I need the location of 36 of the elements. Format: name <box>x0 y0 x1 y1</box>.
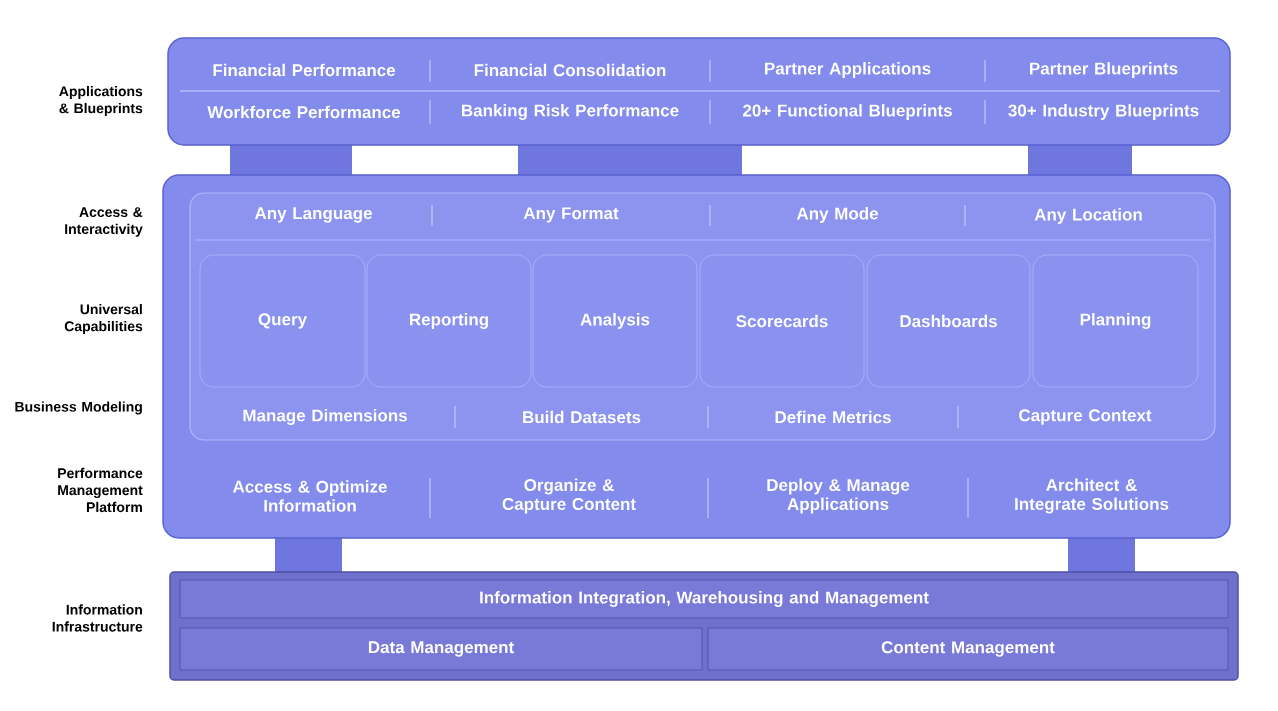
capability-label: Any Location <box>1034 208 1142 224</box>
capability-label: Build Datasets <box>523 410 641 424</box>
capability-label: Any Mode <box>796 207 878 223</box>
layer-label: Information Infrastructure <box>52 604 143 632</box>
capability-label: Financial Performance <box>213 63 396 77</box>
capability-tile: Query <box>199 254 366 388</box>
layer-strip: Information Integration, Warehousing and Management <box>179 579 1229 619</box>
capability-tile: Planning <box>1032 254 1199 388</box>
capability-label: Partner Blueprints <box>1030 62 1178 78</box>
capability-label: 30+ Industry Blueprints <box>1008 104 1199 120</box>
capability-label: Any Format <box>523 207 619 223</box>
capability-label: Workforce Performance <box>207 105 401 119</box>
capability-label: Architect & Integrate Solutions <box>1015 478 1169 514</box>
layer-label: Performance Management Platform <box>58 467 143 513</box>
capability-tile: Scorecards <box>699 254 865 388</box>
layer-strip: Data Management <box>179 627 703 671</box>
capability-label: Deploy & Manage Applications <box>767 478 910 514</box>
layer-band <box>167 37 1231 146</box>
capability-label: Access & Optimize Information <box>232 480 387 512</box>
capability-tile: Analysis <box>532 254 698 388</box>
capability-label: Organize & Capture Content <box>502 478 636 514</box>
capability-label: Define Metrics <box>775 410 891 424</box>
capability-label: Capture Context <box>1019 409 1152 425</box>
capability-tile: Dashboards <box>866 254 1031 388</box>
capability-label: Financial Consolidation <box>474 63 666 77</box>
capability-label: Manage Dimensions <box>243 409 407 425</box>
capability-tile: Reporting <box>366 254 532 388</box>
capability-label: 20+ Functional Blueprints <box>743 104 952 120</box>
capability-label: Partner Applications <box>765 62 931 78</box>
layer-label: Applications & Blueprints <box>59 85 143 116</box>
layer-strip: Content Management <box>707 627 1229 671</box>
capability-label: Banking Risk Performance <box>462 104 679 120</box>
layer-label: Access & Interactivity <box>65 207 143 237</box>
layer-label: Business Modeling <box>15 401 142 415</box>
capability-label: Any Language <box>254 207 372 223</box>
layer-label: Universal Capabilities <box>64 303 143 334</box>
